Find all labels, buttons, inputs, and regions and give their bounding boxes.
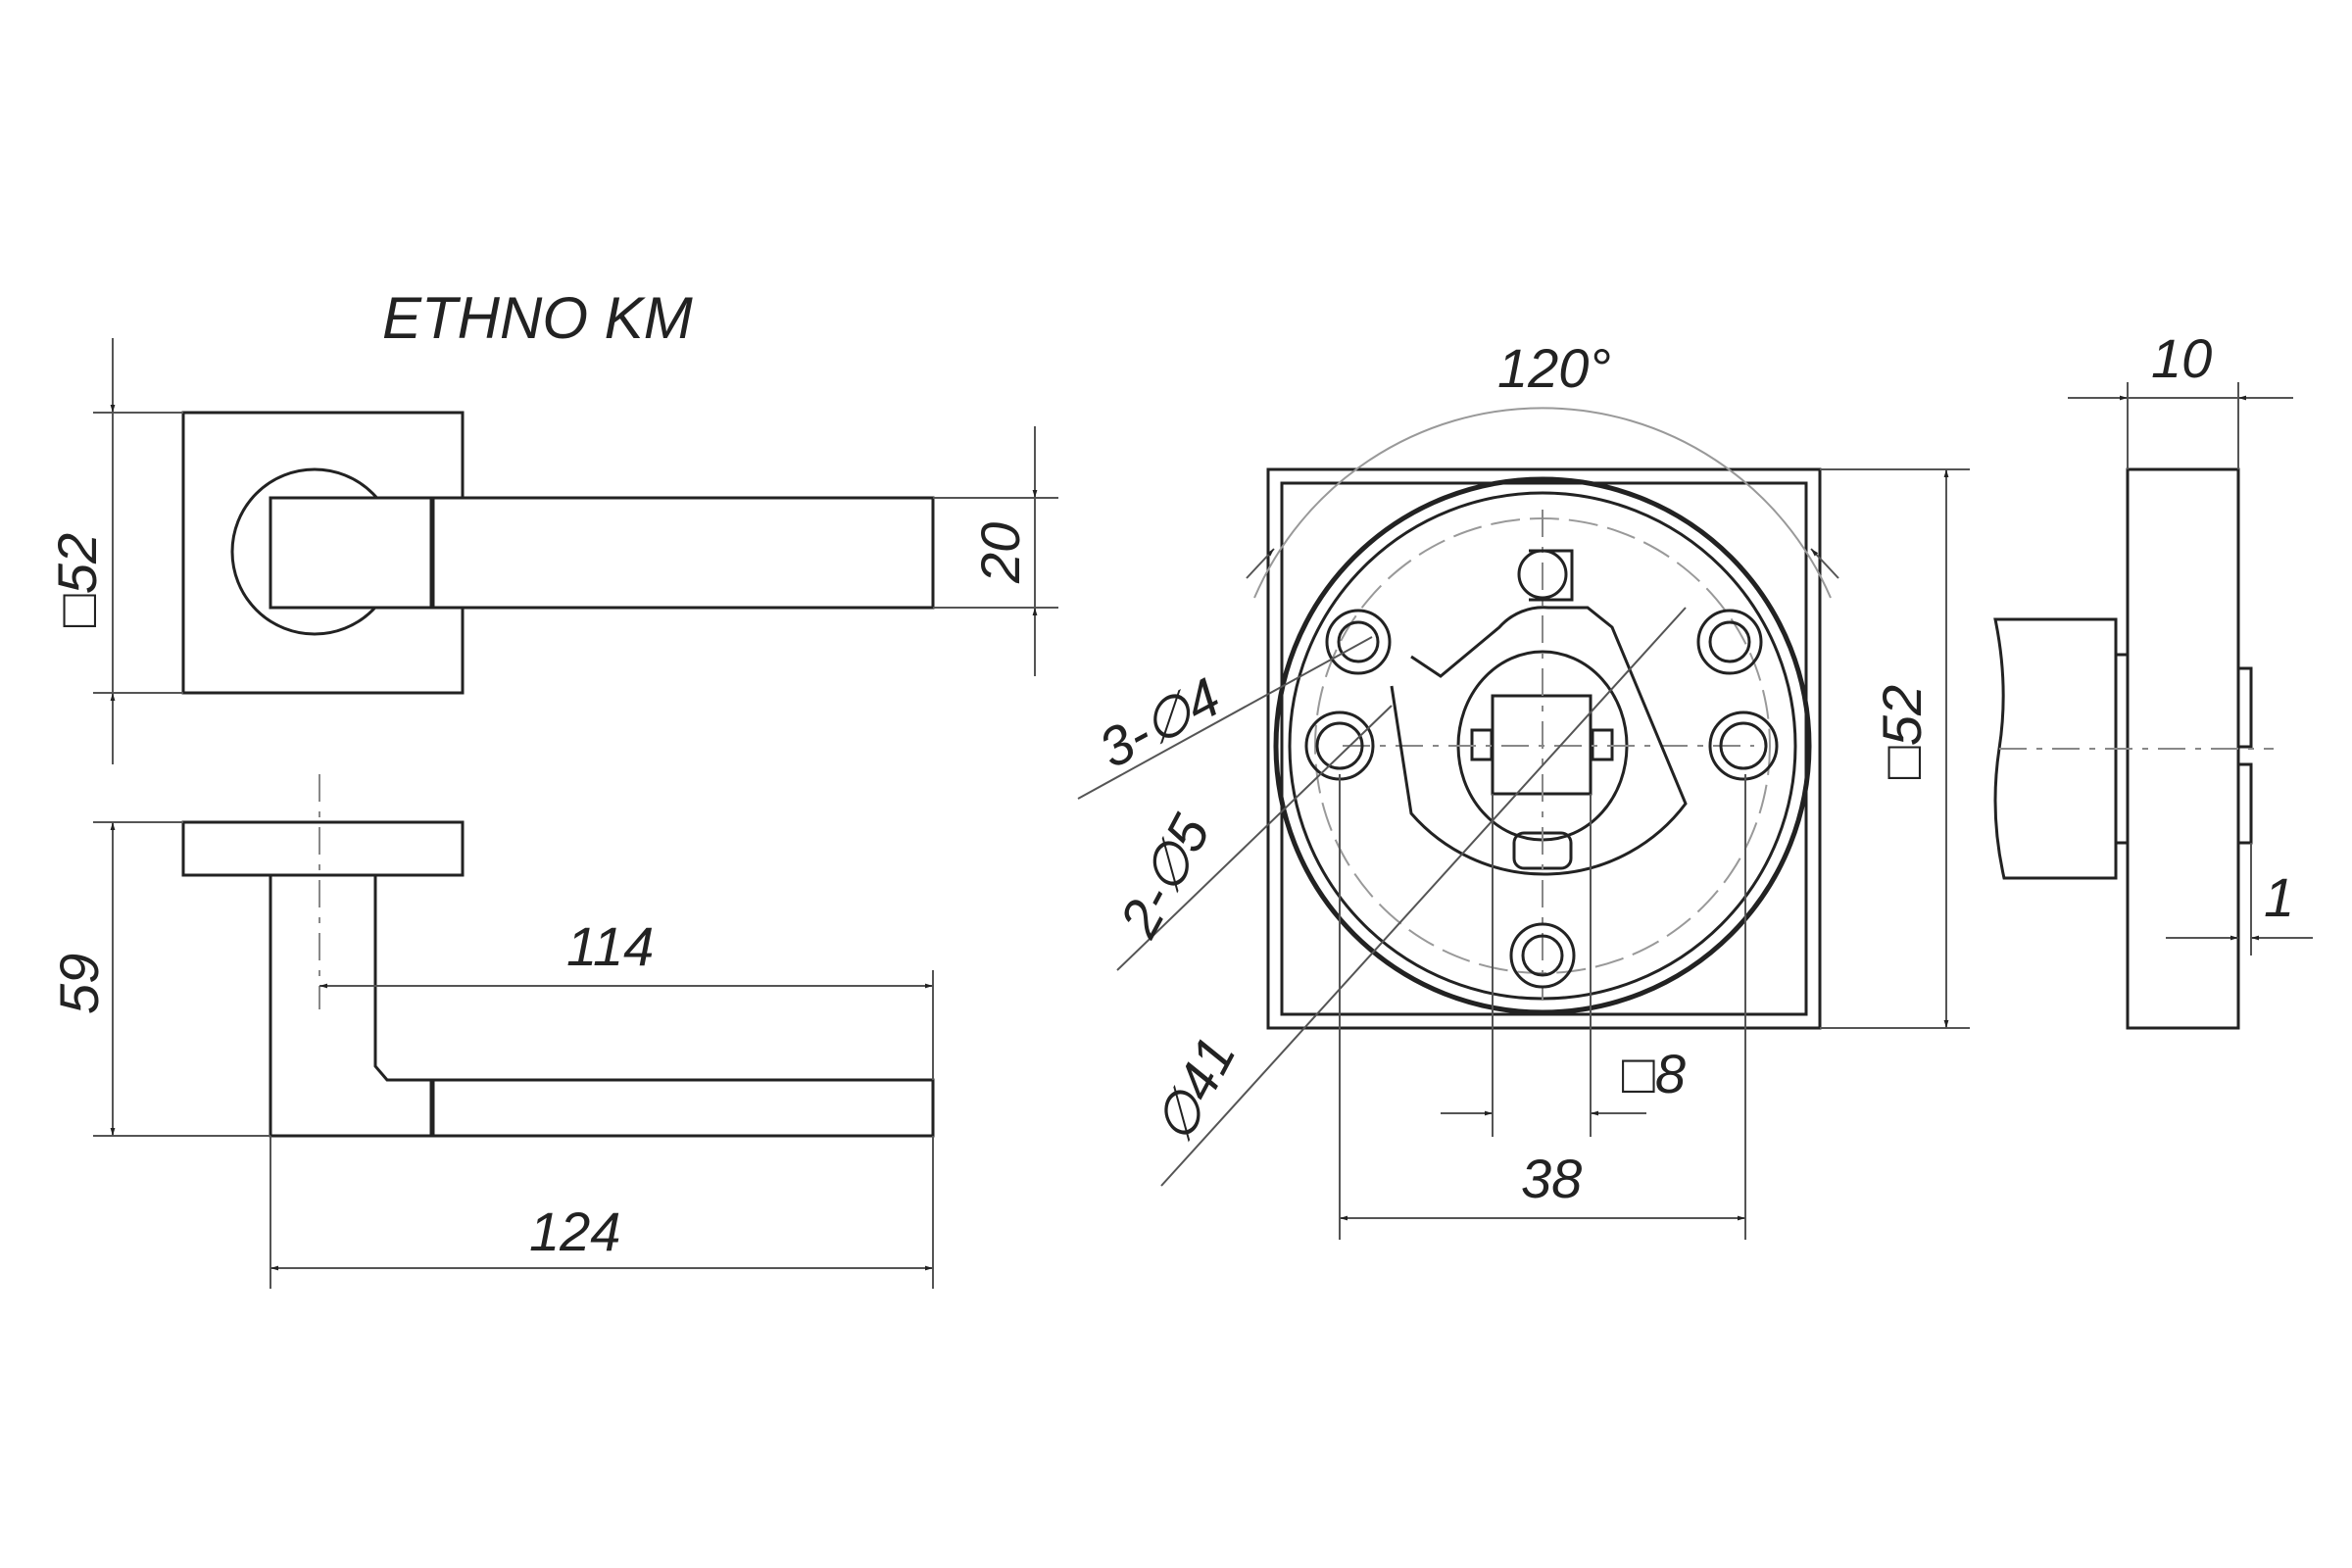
- dim-spindle-square: □8: [1622, 1043, 1686, 1104]
- dim-angle: 120°: [1497, 337, 1611, 399]
- dim-hole-spacing: 38: [1521, 1148, 1582, 1209]
- mounting-holes: [1304, 609, 1779, 989]
- dim-lever-reach: 114: [566, 915, 654, 977]
- rosette-front-view: 120° 3-∅4 2-∅5 ∅41 □52: [1077, 337, 1970, 1240]
- drawing-title: ETHNO KM: [382, 285, 693, 351]
- rosette-side-view: 10 1: [1993, 327, 2313, 1030]
- dim-offset: 1: [2264, 866, 2294, 928]
- handle-side-view: 59 114 124: [48, 774, 935, 1289]
- dim-side-height: 59: [48, 954, 110, 1014]
- dim-thickness: 10: [2151, 327, 2212, 389]
- handle-top-view: □52 20: [46, 338, 1058, 764]
- dim-lever-length: 124: [529, 1200, 620, 1262]
- dim-ring-diameter: ∅41: [1142, 1027, 1248, 1152]
- dim-rosette-square: □52: [46, 533, 108, 627]
- dim-front-square: □52: [1871, 685, 1933, 779]
- dim-small-holes: 3-∅4: [1089, 665, 1230, 780]
- dim-lever-height: 20: [969, 522, 1031, 584]
- dim-large-holes: 2-∅5: [1107, 805, 1222, 948]
